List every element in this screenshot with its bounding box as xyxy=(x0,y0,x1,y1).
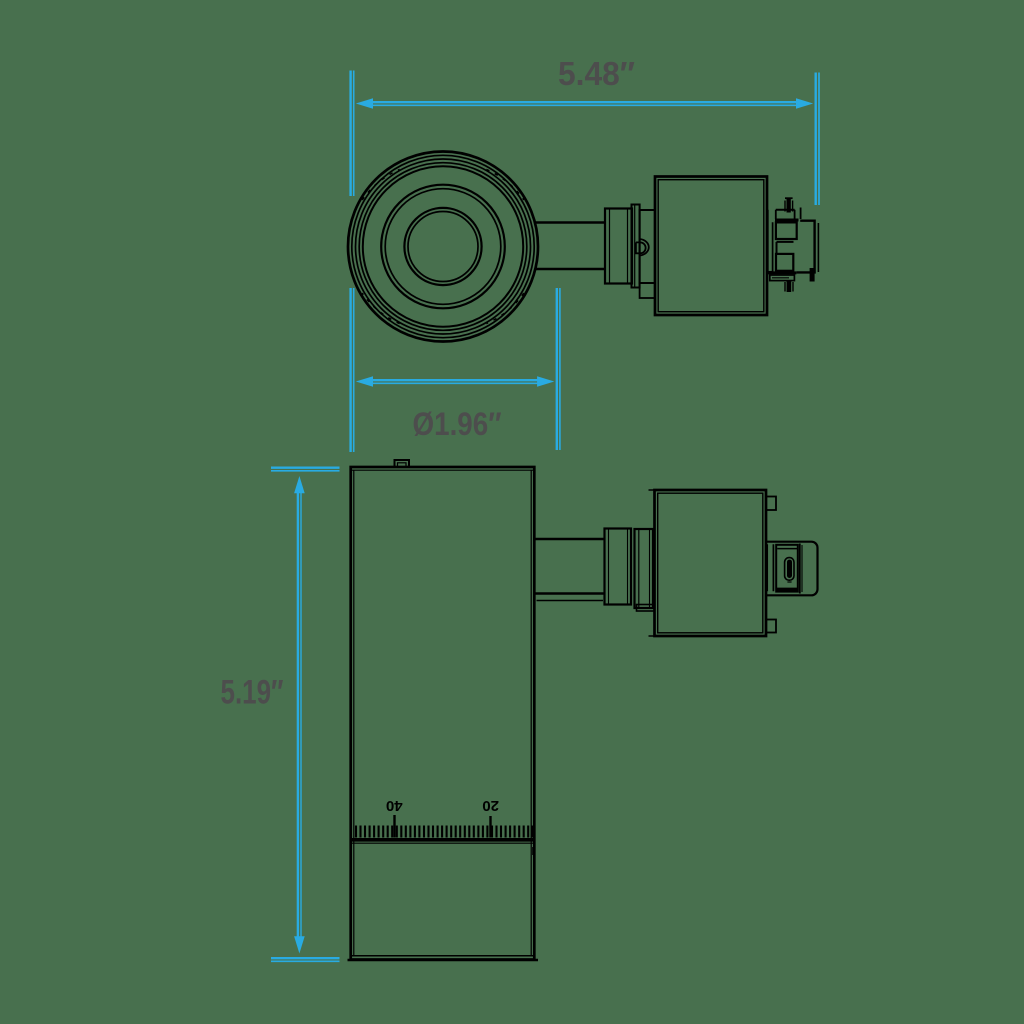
svg-text:5.48″: 5.48″ xyxy=(558,56,635,93)
svg-text:40: 40 xyxy=(386,797,403,814)
svg-text:20: 20 xyxy=(482,797,499,814)
svg-text:Ø1.96″: Ø1.96″ xyxy=(413,406,502,442)
svg-text:5.19″: 5.19″ xyxy=(221,674,284,712)
